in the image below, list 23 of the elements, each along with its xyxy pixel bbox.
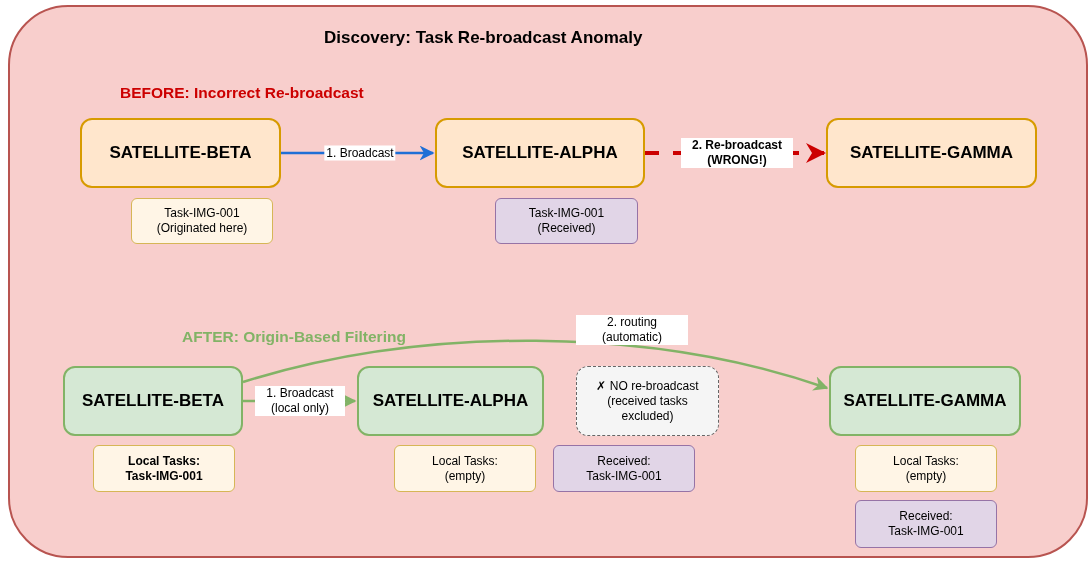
satellite-box: SATELLITE-ALPHA bbox=[435, 118, 645, 188]
section-heading: BEFORE: Incorrect Re-broadcast bbox=[120, 83, 364, 103]
task-list-box: Task-IMG-001 (Originated here) bbox=[131, 198, 273, 244]
task-list-box: Local Tasks: (empty) bbox=[394, 445, 536, 492]
edge-label: 1. Broadcast (local only) bbox=[255, 386, 345, 416]
received-box: Task-IMG-001 (Received) bbox=[495, 198, 638, 244]
satellite-box: SATELLITE-BETA bbox=[63, 366, 243, 436]
satellite-box: SATELLITE-GAMMA bbox=[826, 118, 1037, 188]
edge-label: 1. Broadcast bbox=[324, 145, 396, 161]
task-list-box: Local Tasks: (empty) bbox=[855, 445, 997, 492]
satellite-box: SATELLITE-BETA bbox=[80, 118, 281, 188]
received-box: Received: Task-IMG-001 bbox=[855, 500, 997, 548]
satellite-box: SATELLITE-ALPHA bbox=[357, 366, 544, 436]
diagram-title: Discovery: Task Re-broadcast Anomaly bbox=[324, 27, 643, 49]
received-box: Received: Task-IMG-001 bbox=[553, 445, 695, 492]
edge-label: 2. routing (automatic) bbox=[576, 315, 688, 345]
arrow bbox=[242, 339, 829, 392]
task-list-box: Local Tasks: Task-IMG-001 bbox=[93, 445, 235, 492]
edge-label: 2. Re-broadcast (WRONG!) bbox=[681, 138, 793, 168]
satellite-box: SATELLITE-GAMMA bbox=[829, 366, 1021, 436]
note-box: ✗ NO re-broadcast (received tasks excluded) bbox=[576, 366, 719, 436]
diagram-frame bbox=[8, 5, 1088, 558]
section-heading: AFTER: Origin-Based Filtering bbox=[182, 327, 406, 347]
